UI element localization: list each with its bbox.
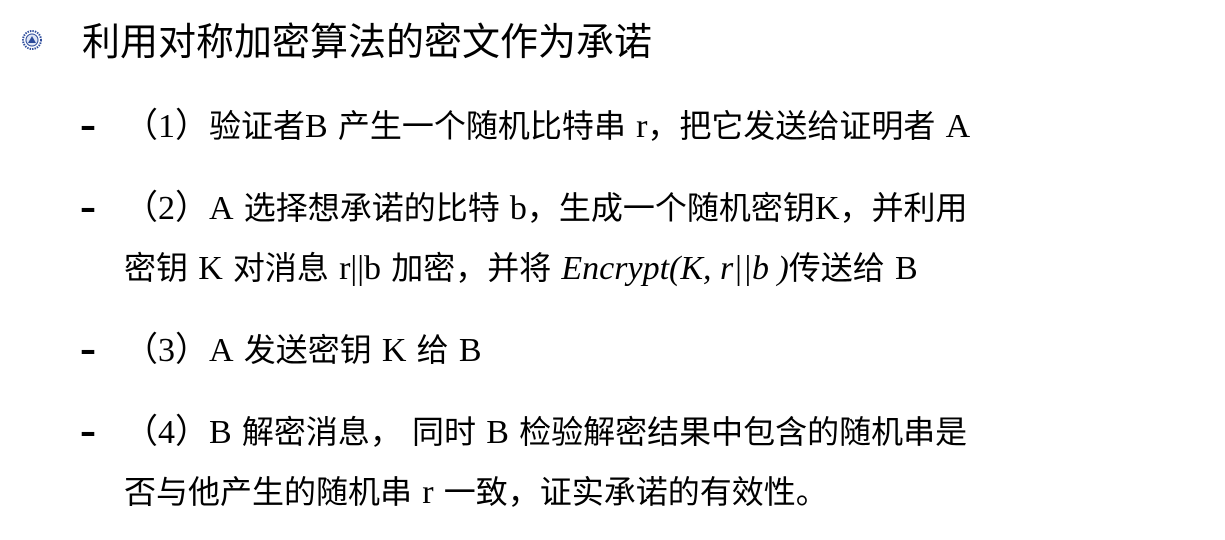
step-2-line-1: （2）A 选择想承诺的比特 b，生成一个随机密钥K，并利用	[124, 189, 968, 227]
encrypt-expression: Encrypt(K, r||b )	[561, 250, 789, 287]
step-3-line-1: （3）A 发送密钥 K 给 B	[124, 331, 482, 369]
bullet-dash: –	[80, 413, 96, 451]
step-2-line-2: 密钥 K 对消息 r||b 加密，并将 Encrypt(K, r||b )传送给…	[124, 249, 918, 287]
bullet-dash: –	[80, 107, 96, 145]
bullet-dash: –	[80, 189, 96, 227]
step-4-line-1: （4）B 解密消息， 同时 B 检验解密结果中包含的随机串是	[124, 413, 968, 451]
slide-title-row: 利用对称加密算法的密文作为承诺	[0, 14, 1225, 70]
step-1-line-1: （1）验证者B 产生一个随机比特串 r，把它发送给证明者 A	[124, 107, 971, 145]
university-seal-icon	[22, 30, 42, 50]
bullet-dash: –	[80, 331, 96, 369]
step-4-line-2: 否与他产生的随机串 r 一致，证实承诺的有效性。	[124, 473, 828, 511]
slide-title: 利用对称加密算法的密文作为承诺	[82, 20, 653, 64]
